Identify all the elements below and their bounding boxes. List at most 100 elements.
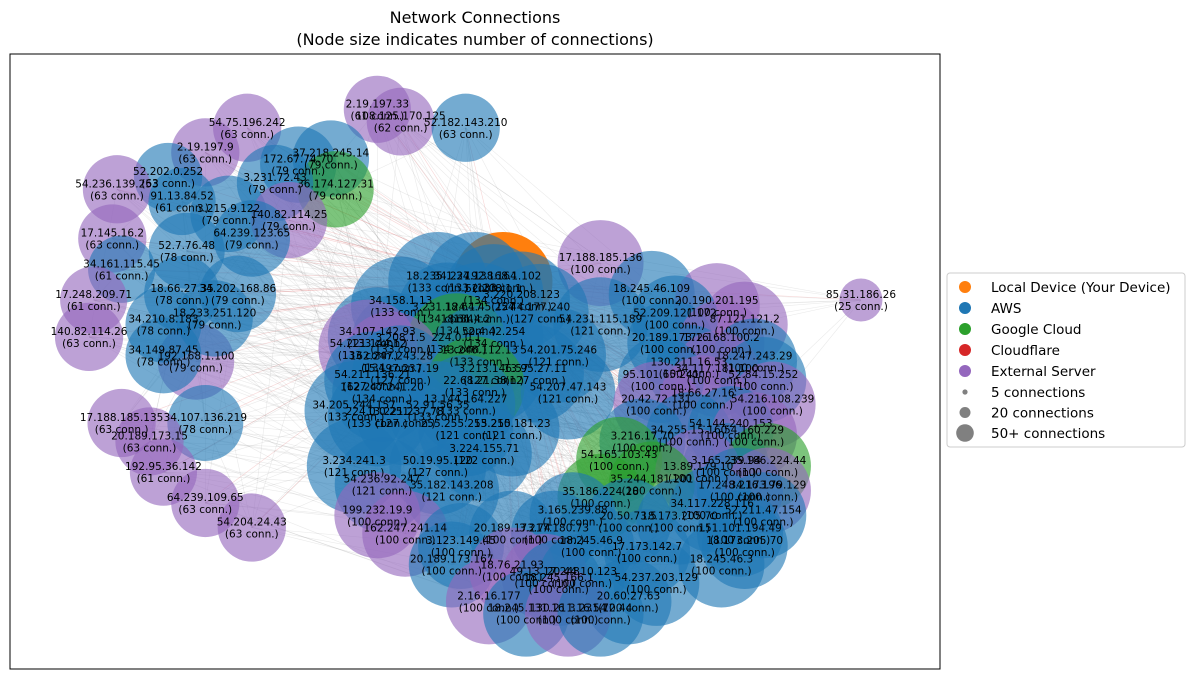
node-label: 35.186.224.28(100 conn.) xyxy=(562,486,639,510)
legend-label: Local Device (Your Device) xyxy=(991,280,1171,296)
node-label: 13.210.181.23(121 conn.) xyxy=(474,418,551,442)
node-label: 3.224.155.71(122 conn.) xyxy=(449,443,519,467)
legend-marker xyxy=(959,302,971,314)
node-label: 3.220.208.123(127 conn.) xyxy=(483,289,560,313)
node-54-236-139-253 xyxy=(82,155,152,224)
node-label: 52.208.1.1(134 conn.) xyxy=(463,283,523,307)
node-label: 13.89.179.10(100 conn.) xyxy=(663,461,733,485)
label-layer: 192.168.1.100(79 conn.) 192.168.1.102(133… xyxy=(51,98,897,626)
node-label: 3.217.180.73(100 conn.) xyxy=(519,523,589,547)
node-label: 18.31.4.2(134 conn.) xyxy=(435,314,495,338)
node-label: 199.232.19.9(100 conn.) xyxy=(342,504,412,528)
node-label: 20.189.173.15(63 conn.) xyxy=(111,430,188,454)
node-label: 18.64.45.254(134 conn.) xyxy=(445,301,515,325)
node-label: 17.248.216.196(100 conn.) xyxy=(698,480,782,504)
node-label: 162.247.241.14(100 conn.) xyxy=(364,523,448,547)
node-layer xyxy=(54,75,883,657)
node-label: 54.211.136.21(127 conn.) xyxy=(334,369,411,393)
node-label: 20.60.27.63(100 conn.) xyxy=(597,590,660,614)
node-label: 20.44.10.123(100 conn.) xyxy=(547,566,617,590)
node-label: 192.168.1.100(79 conn.) xyxy=(158,351,235,375)
node-label: 34.205.244.157(133 conn.) xyxy=(312,400,396,424)
node-label: 18.245.46.109(100 conn.) xyxy=(613,283,690,307)
node-label: 52.211.47.154(100 conn.) xyxy=(725,504,802,528)
legend-marker xyxy=(959,365,971,377)
node-label: 2.19.197.9(63 conn.) xyxy=(177,141,234,165)
node-label: 172.168.100.2(100 conn.) xyxy=(683,332,760,356)
node-label: 18.245.46.3(100 conn.) xyxy=(690,553,753,577)
node-label: 54.236.139.253(63 conn.) xyxy=(75,178,159,202)
legend-marker xyxy=(959,344,971,356)
node-label: 130.211.16.54(100 conn.) xyxy=(530,603,607,627)
node-label: 35.186.224.44(100 conn.) xyxy=(730,455,807,479)
node-label: 17.145.16.2(63 conn.) xyxy=(81,228,144,252)
node-label: 140.82.114.25(79 conn.) xyxy=(251,209,328,233)
node-label: 13.144.164.227(133 conn.) xyxy=(424,394,508,418)
node-label: 91.13.84.52(61 conn.) xyxy=(150,191,213,215)
node-label: 85.31.186.26(25 conn.) xyxy=(826,289,896,313)
node-label: 18.173.205.70(100 conn.) xyxy=(706,535,783,559)
node-label: 54.160.229(100 conn.) xyxy=(724,424,784,448)
node-label: 49.13.17.248(100 conn.) xyxy=(510,566,580,590)
node-label: 20.189.173.16(100 conn.) xyxy=(632,332,709,356)
node-label: 3.231.124.17(134 conn.) xyxy=(412,301,482,325)
node-label: 3.165.239.88(100 conn.) xyxy=(538,504,608,528)
legend-label: External Server xyxy=(991,364,1096,380)
node-label: 34.227.138.164(133 conn.) xyxy=(433,271,517,295)
node-label: 172.67.74.70(79 conn.) xyxy=(263,154,333,178)
node-52-182-143-210 xyxy=(431,93,500,162)
node-label: 20.189.173.74(100 conn.) xyxy=(474,523,551,547)
node-label: 13.246.112.13(133 conn.) xyxy=(441,344,518,368)
node-label: 13.221.237.78(127 conn.) xyxy=(367,406,444,430)
node-label: 18.66.27.35(78 conn.) xyxy=(150,283,213,307)
node-label: 255.255.255.255(121 conn.) xyxy=(421,418,511,442)
node-label: 17.173.142.7(100 conn.) xyxy=(612,541,682,565)
node-label: 15.197.237.19(127 conn.) xyxy=(362,363,439,387)
node-label: 18.233.251.120(79 conn.) xyxy=(173,307,257,331)
legend-frame xyxy=(946,272,1186,448)
node-label: 34.158.1.13(133 conn.) xyxy=(369,295,432,319)
node-label: 44.177.240(127 conn.) xyxy=(510,301,570,325)
node-label: 52.182.143.210(63 conn.) xyxy=(424,117,508,141)
node-label: 87.121.121.2(100 conn.) xyxy=(710,314,780,338)
edge xyxy=(251,220,290,528)
node-label: 18.245.166.1(100 conn.) xyxy=(524,572,594,596)
node-label: 52.4.42.254(134 conn.) xyxy=(462,326,526,350)
node-label: 3.123.149.45(100 conn.) xyxy=(426,535,496,559)
node-label: 3.215.9.122(79 conn.) xyxy=(197,203,260,227)
chart-subtitle: (Node size indicates number of connectio… xyxy=(296,30,653,49)
node-label: 34.149.87.45(78 conn.) xyxy=(128,344,198,368)
node-label: 36.174.127.31(79 conn.) xyxy=(297,178,374,202)
node-label: 52.91.56.35(133 conn.) xyxy=(406,400,469,424)
node-label: 20.189.173.167(100 conn.) xyxy=(410,553,494,577)
node-label: 52.7.76.48(78 conn.) xyxy=(158,240,215,264)
node-label: 54.207.47.143(121 conn.) xyxy=(530,381,607,405)
node-label: 34.107.142.93(133 conn.) xyxy=(339,326,416,350)
node-34-107-136-219 xyxy=(167,385,244,461)
legend-size-label: 20 connections xyxy=(991,406,1094,422)
node-label: 3.216.17.70(100 conn.) xyxy=(611,430,674,454)
node-label: 18.66.27.16(100 conn.) xyxy=(671,387,735,411)
node-label: 22.68.21.38(133 conn.) xyxy=(443,375,506,399)
node-label: 108.125.170.125(62 conn.) xyxy=(356,111,446,135)
node-54-204-24-43 xyxy=(217,493,286,562)
node-label: 17.188.185.136(100 conn.) xyxy=(559,252,643,276)
node-label: 34.117.228.116(100 conn.) xyxy=(670,498,754,522)
node-label: 13.95.27.11(127 conn.) xyxy=(504,363,567,387)
node-108-125-170-125 xyxy=(366,87,435,156)
legend-size-marker xyxy=(962,389,968,395)
node-18-245-46-3 xyxy=(678,521,765,608)
node-label: 140.82.114.26(63 conn.) xyxy=(51,326,128,350)
node-label: 3.231.72.44(100 conn.) xyxy=(569,603,633,627)
node-label: 3.213.146.57(127 conn.) xyxy=(459,363,529,387)
node-label: 2.19.197.33(61 conn.) xyxy=(346,98,409,122)
node-label: 64.239.123.65(79 conn.) xyxy=(213,228,290,252)
node-label: 54.144.240.153(100 conn.) xyxy=(689,418,773,442)
node-label: 20.42.72.131(100 conn.) xyxy=(621,394,691,418)
node-label: 192.168.1.102(133 conn.) xyxy=(464,271,541,295)
edge xyxy=(335,189,601,264)
legend-size-label: 50+ connections xyxy=(991,426,1105,442)
node-label: 2.16.16.177(100 conn.) xyxy=(457,590,520,614)
